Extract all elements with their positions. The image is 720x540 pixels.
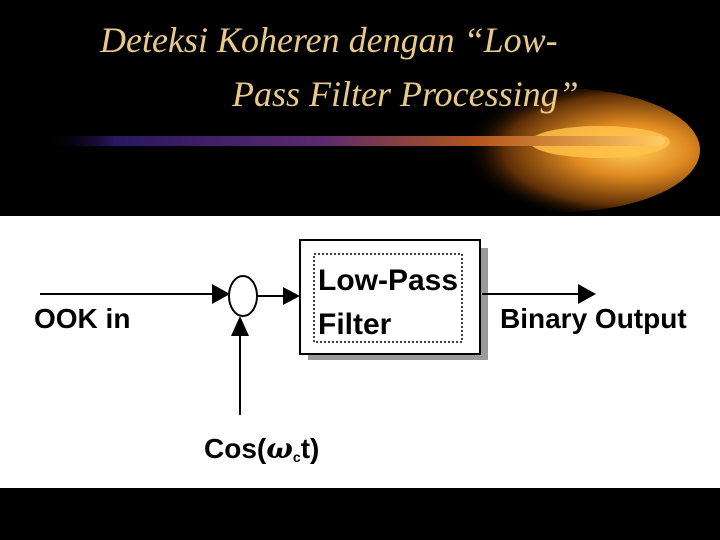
slide-title-line1: Deteksi Koheren dengan “Low- [100,20,558,60]
mixer-circle [228,275,258,317]
filter-label-line1: Low-Pass [318,264,458,297]
slide-title-line2: Pass Filter Processing” [232,74,579,114]
carrier-label-sub: c [293,449,301,465]
filter-box [299,239,481,355]
carrier-label-suffix: t) [301,433,320,464]
carrier-label-prefix: Cos( [204,433,267,464]
input-label: OOK in [34,303,130,334]
filter-inner-dotted [313,253,463,343]
input-arrowhead [212,284,230,304]
mixer-arrowhead [283,287,300,305]
filter-label-line2: Filter [318,308,392,341]
carrier-arrowhead [231,316,249,336]
carrier-label: Cos(ωct) [204,432,319,465]
diagram [40,239,596,415]
carrier-label-omega: ω [266,432,293,465]
output-label: Binary Output [500,303,687,334]
output-arrowhead [578,284,596,304]
swoosh-line [40,136,665,146]
